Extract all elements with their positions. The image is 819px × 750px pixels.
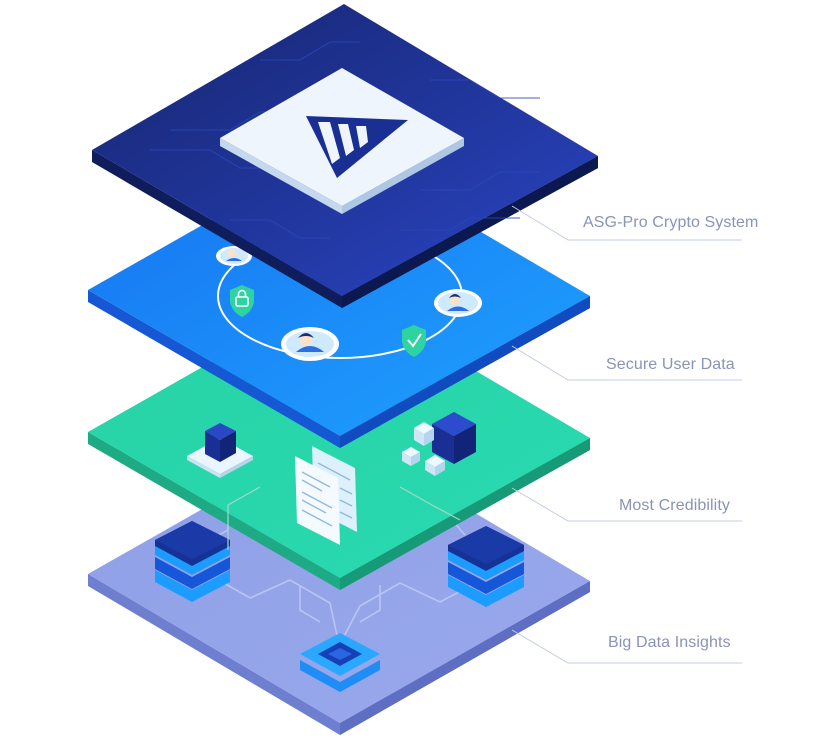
label-crypto-system: ASG-Pro Crypto System [583,214,759,231]
layer-crypto-system [92,4,598,308]
label-most-credibility: Most Credibility [619,497,730,514]
user-avatar-icon [281,327,339,361]
server-stack-icon [448,526,524,607]
cube-icon [402,412,476,476]
connector-lines [227,486,461,550]
leader-lines [511,205,742,664]
label-big-data-insights: Big Data Insights [608,634,731,651]
cube-icon [187,423,253,478]
logo-plate [220,68,464,214]
lock-shield-icon [230,285,254,317]
label-secure-user-data: Secure User Data [606,356,735,373]
document-icon [295,446,357,545]
asg-logo-icon [306,116,408,178]
check-shield-icon [402,325,426,357]
server-stack-icon [155,521,230,602]
chip-icon [300,633,380,692]
user-avatar-icon [216,246,252,266]
user-avatar-icon [434,289,482,317]
